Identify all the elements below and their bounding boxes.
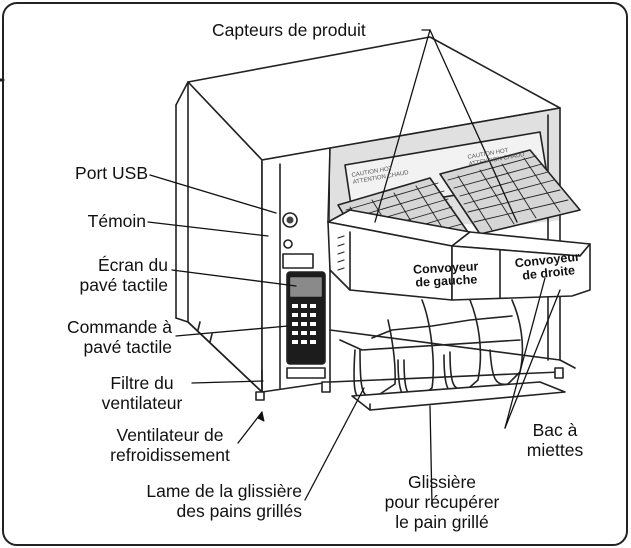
left-rail <box>327 147 331 223</box>
cavity-top-edge <box>329 107 561 149</box>
label-collection-chute-line2: pour récupérer <box>384 492 500 512</box>
left-box-vents <box>337 235 345 271</box>
foot-left <box>255 391 265 401</box>
label-touch-screen-line1: Écran du <box>97 255 168 275</box>
label-fan-filter: Filtre du ventilateur <box>92 373 192 413</box>
indicator-light <box>283 239 293 249</box>
usb-port-inner <box>286 216 294 224</box>
label-fan-filter-line2: ventilateur <box>101 393 183 413</box>
arrow-cooling-fan <box>257 411 265 422</box>
upper-slot <box>282 253 314 269</box>
label-product-sensors: Capteurs de produit <box>212 20 366 40</box>
label-collection-chute-line1: Glissière <box>407 472 477 492</box>
label-touch-screen: Écran du pavé tactile <box>40 255 168 295</box>
label-cooling-fan: Ventilateur de refroidissement <box>100 425 240 465</box>
label-touch-control: Commande à pavé tactile <box>20 317 172 357</box>
label-touch-screen-line2: pavé tactile <box>79 275 168 295</box>
label-chute-blade-line1: Lame de la glissière <box>146 481 302 501</box>
label-usb-port: Port USB <box>75 163 148 183</box>
foot-right <box>554 367 564 379</box>
left-conveyor-box <box>327 221 453 301</box>
keypad <box>292 304 316 344</box>
fan-vent-1 <box>197 321 201 331</box>
label-touch-control-line1: Commande à <box>66 317 172 337</box>
label-left-conveyor: Convoyeur de gauche <box>393 259 498 290</box>
label-fan-filter-line1: Filtre du <box>110 373 174 393</box>
lower-slot <box>286 367 326 379</box>
label-cooling-fan-line1: Ventilateur de <box>116 425 224 445</box>
left-side-rib-3 <box>175 317 189 323</box>
label-indicator: Témoin <box>87 211 146 231</box>
foot-front <box>321 381 331 393</box>
label-collection-chute-line3: le pain grillé <box>395 512 489 532</box>
label-cooling-fan-line2: refroidissement <box>110 445 230 465</box>
cavity-floor-right <box>559 359 576 369</box>
label-crumb-tray-line2: miettes <box>526 440 584 460</box>
label-crumb-tray: Bac à miettes <box>505 420 605 460</box>
fan-vent-2 <box>209 333 213 343</box>
label-collection-chute: Glissière pour récupérer le pain grillé <box>372 472 512 532</box>
collection-chute <box>351 381 566 411</box>
right-conveyor-box <box>451 243 591 301</box>
label-chute-blade-line2: des pains grillés <box>176 501 302 521</box>
label-crumb-tray-line1: Bac à <box>532 420 578 440</box>
right-conveyor-cage <box>439 149 581 235</box>
left-side-rib <box>175 81 189 106</box>
label-chute-blade: Lame de la glissière des pains grillés <box>96 481 302 521</box>
touch-screen <box>290 277 322 297</box>
label-touch-control-line2: pavé tactile <box>83 337 172 357</box>
